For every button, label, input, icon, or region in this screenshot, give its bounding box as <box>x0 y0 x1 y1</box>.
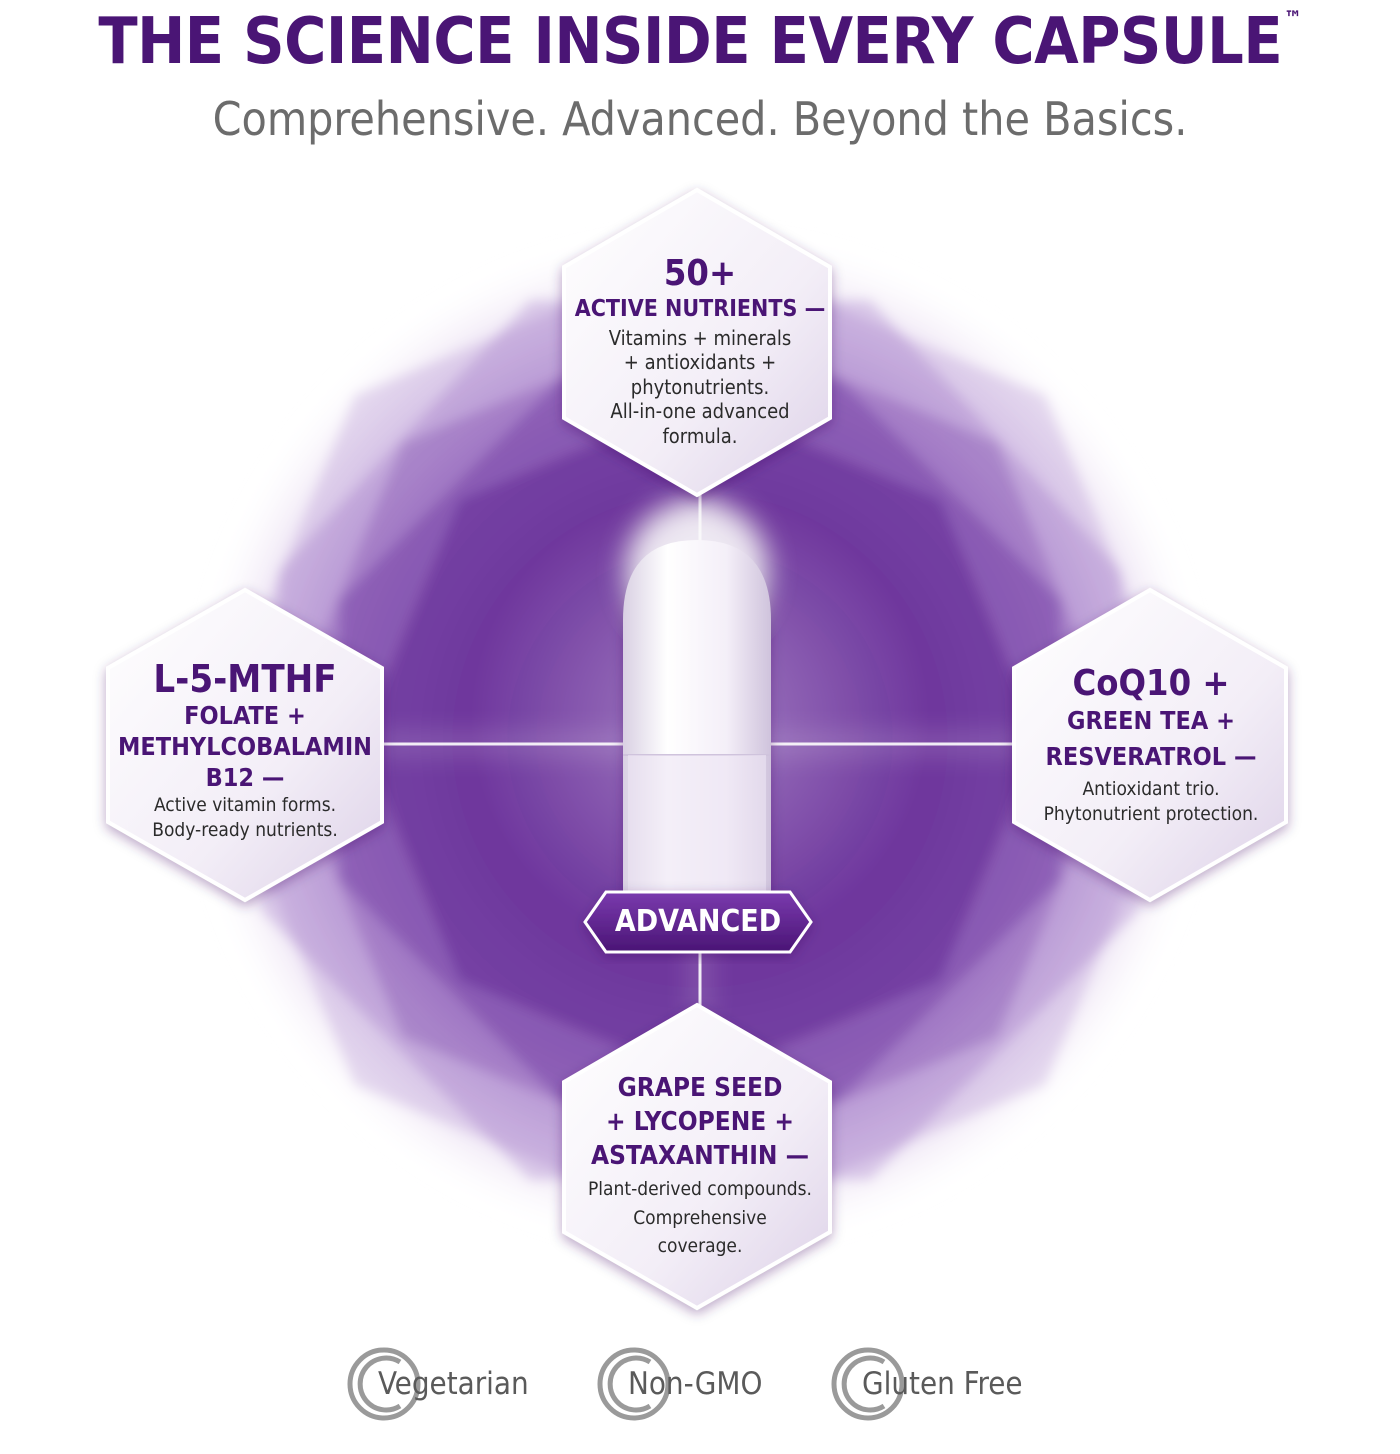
hexagon-line: Antioxidant trio. <box>1082 778 1220 800</box>
hexagon-highlight: 50+ <box>663 252 737 294</box>
hexagon-subtitle: ACTIVE NUTRIENTS — <box>574 295 826 322</box>
hexagon-subtitle: GREEN TEA + <box>1067 706 1235 735</box>
c-ring-icon <box>831 1347 905 1421</box>
hexagon-line: Phytonutrient protection. <box>1043 803 1259 825</box>
hexagon-line: All-in-one advanced <box>610 399 790 424</box>
c-ring-icon <box>347 1347 421 1421</box>
hexagon-subtitle: ASTAXANTHIN — <box>590 1141 810 1172</box>
hexagon-subtitle: METHYLCOBALAMIN <box>117 731 373 761</box>
certification-label: Non-GMO <box>628 1366 763 1402</box>
hexagon-line: formula. <box>662 423 738 448</box>
hexagon-subtitle: GRAPE SEED <box>617 1073 783 1104</box>
hexagon-subtitle: + LYCOPENE + <box>605 1107 795 1138</box>
certification-label: Vegetarian <box>378 1366 529 1402</box>
hexagon-shapes <box>106 187 1288 1311</box>
certification-non-gmo: Non-GMO <box>596 1346 762 1422</box>
certification-vegetarian: Vegetarian <box>346 1346 529 1422</box>
trademark-symbol: ™ <box>1284 6 1302 30</box>
hexagon-subtitle: FOLATE + <box>184 700 306 730</box>
hexagon-line: + antioxidants + <box>623 350 777 375</box>
hexagon-line: Active vitamin forms. <box>153 793 337 816</box>
capsule <box>623 500 771 910</box>
hexagon-grape-seed: GRAPE SEED + LYCOPENE + ASTAXANTHIN — Pl… <box>565 1070 835 1260</box>
hexagon-line: Comprehensive <box>633 1206 767 1229</box>
hexagon-coq10: CoQ10 + GREEN TEA + RESVERATROL — Antiox… <box>1018 655 1284 835</box>
page-title-text: THE SCIENCE INSIDE EVERY CAPSULE <box>98 5 1283 79</box>
hexagon-highlight: CoQ10 + <box>1072 663 1230 704</box>
hexagon-folate: L-5-MTHF FOLATE + METHYLCOBALAMIN B12 — … <box>110 655 380 845</box>
c-ring-icon <box>597 1347 671 1421</box>
hexagon-line: Vitamins + minerals <box>608 325 792 350</box>
hexagon-line: coverage. <box>657 1235 743 1258</box>
hexagon-subtitle: B12 — <box>205 762 285 792</box>
certification-label: Gluten Free <box>862 1366 1023 1402</box>
hexagon-line: Body-ready nutrients. <box>152 818 338 841</box>
hexagon-subtitle: RESVERATROL — <box>1045 742 1257 771</box>
advanced-badge <box>583 890 813 954</box>
advanced-badge-label: ADVANCED <box>614 904 782 939</box>
page-subtitle: Comprehensive. Advanced. Beyond the Basi… <box>212 92 1188 146</box>
certification-gluten-free: Gluten Free <box>830 1346 1023 1422</box>
hexagon-highlight: L-5-MTHF <box>153 656 337 701</box>
hexagon-active-nutrients: 50+ ACTIVE NUTRIENTS — Vitamins + minera… <box>560 246 840 456</box>
hexagon-line: Plant-derived compounds. <box>588 1178 812 1201</box>
hexagon-line: phytonutrients. <box>630 374 770 399</box>
